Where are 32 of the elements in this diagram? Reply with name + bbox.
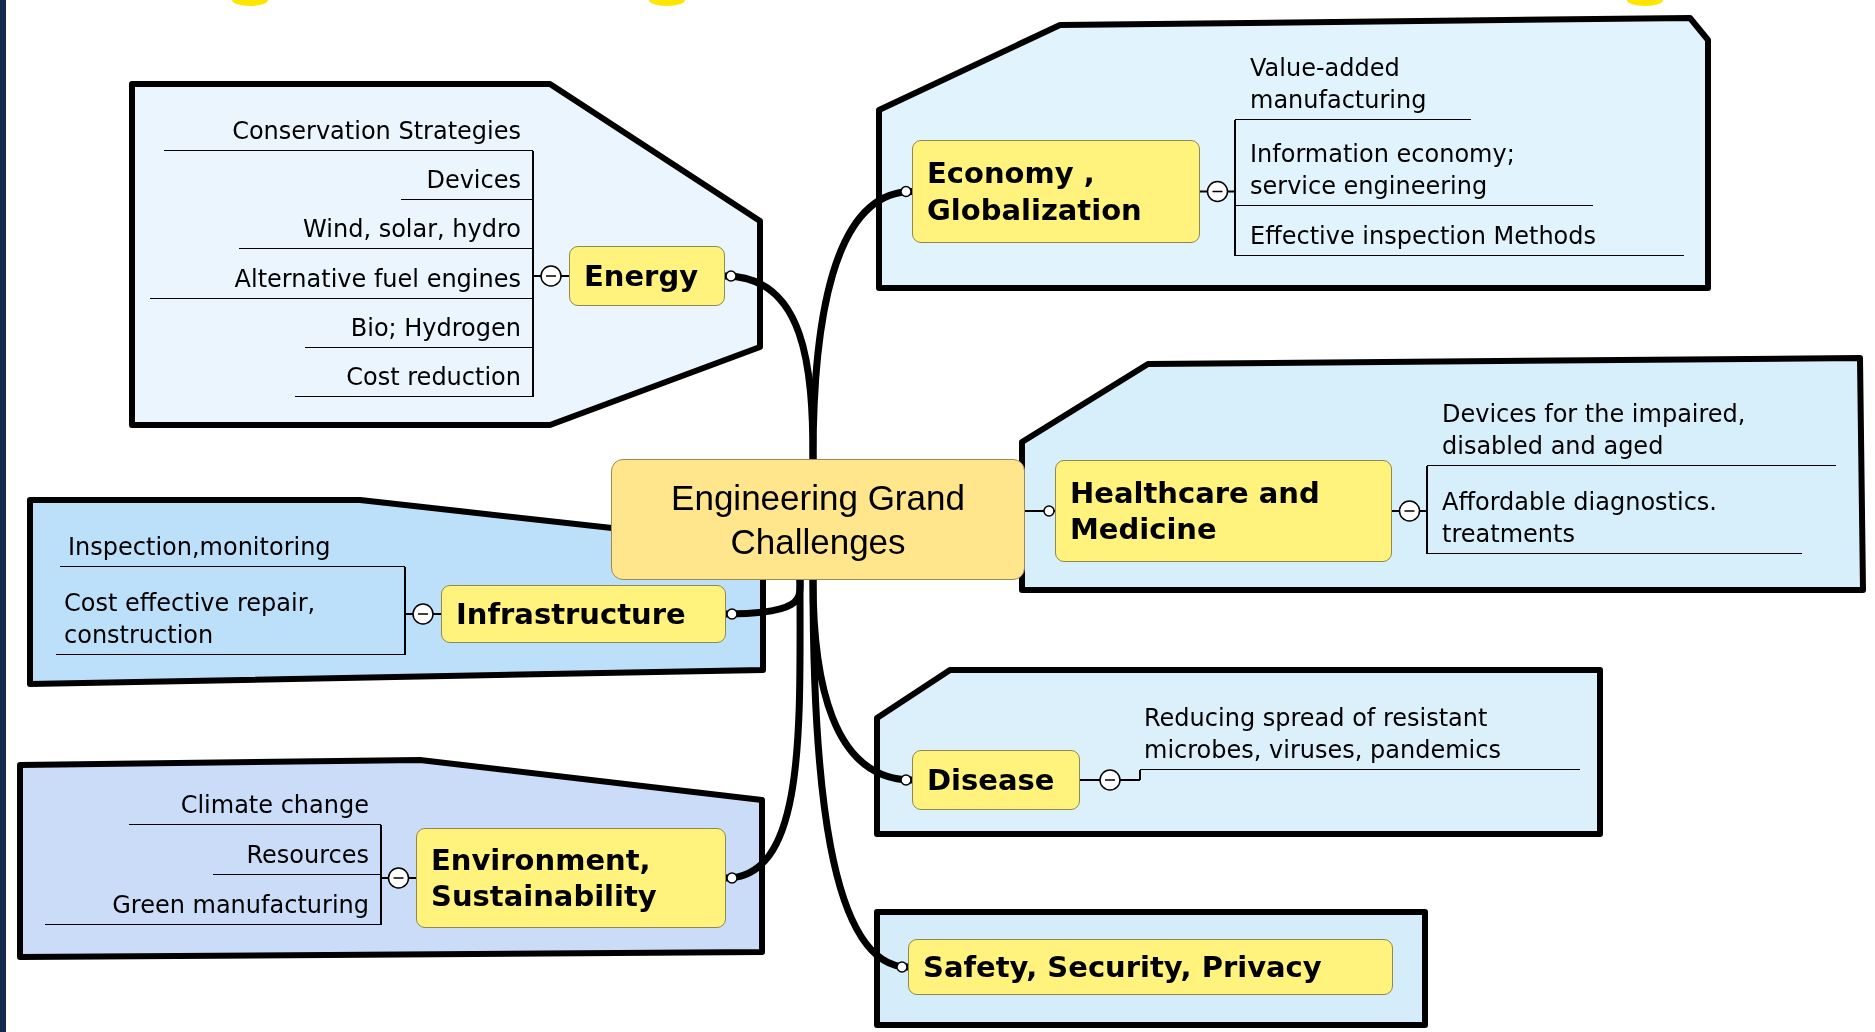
subtopic-text: Inspection,monitoring (60, 531, 405, 567)
subtopic-text: Cost reduction (295, 361, 533, 397)
tree-connector (1391, 465, 1428, 555)
subtopic-text: Cost effective repair, construction (56, 587, 405, 655)
subtopic-text: Resources (213, 839, 381, 875)
subtopic-text: Reducing spread of resistant microbes, viruses, pandemics (1140, 702, 1580, 770)
subtopic-text: Conservation Strategies (164, 115, 533, 151)
topic-box: Economy , Globalization (912, 140, 1200, 243)
topic-box: Disease (912, 750, 1080, 810)
subtopic-text: Information economy; service engineering (1235, 138, 1593, 206)
topic-box: Energy (569, 246, 725, 306)
tree-connector (1199, 119, 1236, 257)
subtopic-text: Climate change (129, 789, 381, 825)
subtopic-text: Wind, solar, hydro (239, 213, 533, 249)
subtopic-text: Affordable diagnostics. treatments (1427, 486, 1802, 554)
tree-connector (404, 566, 442, 656)
subtopic-text: Alternative fuel engines (150, 263, 533, 299)
subtopic-text: Devices (401, 164, 533, 200)
topic-box: Infrastructure (441, 585, 726, 643)
topic-box: Healthcare and Medicine (1055, 460, 1392, 562)
tree-connector (532, 150, 570, 398)
central-topic-box: Engineering Grand Challenges (611, 459, 1025, 580)
topic-box: Safety, Security, Privacy (908, 939, 1393, 995)
tree-connector (380, 824, 417, 926)
subtopic-text: Effective inspection Methods (1235, 220, 1684, 256)
tree-connector (1079, 769, 1141, 781)
subtopic-text: Devices for the impaired, disabled and aged (1427, 398, 1836, 466)
subtopic-text: Value-added manufacturing (1235, 52, 1471, 120)
topic-box: Environment, Sustainability (416, 828, 726, 928)
subtopic-text: Bio; Hydrogen (305, 312, 533, 348)
subtopic-text: Green manufacturing (45, 889, 381, 925)
branch-connector (1024, 505, 1056, 517)
